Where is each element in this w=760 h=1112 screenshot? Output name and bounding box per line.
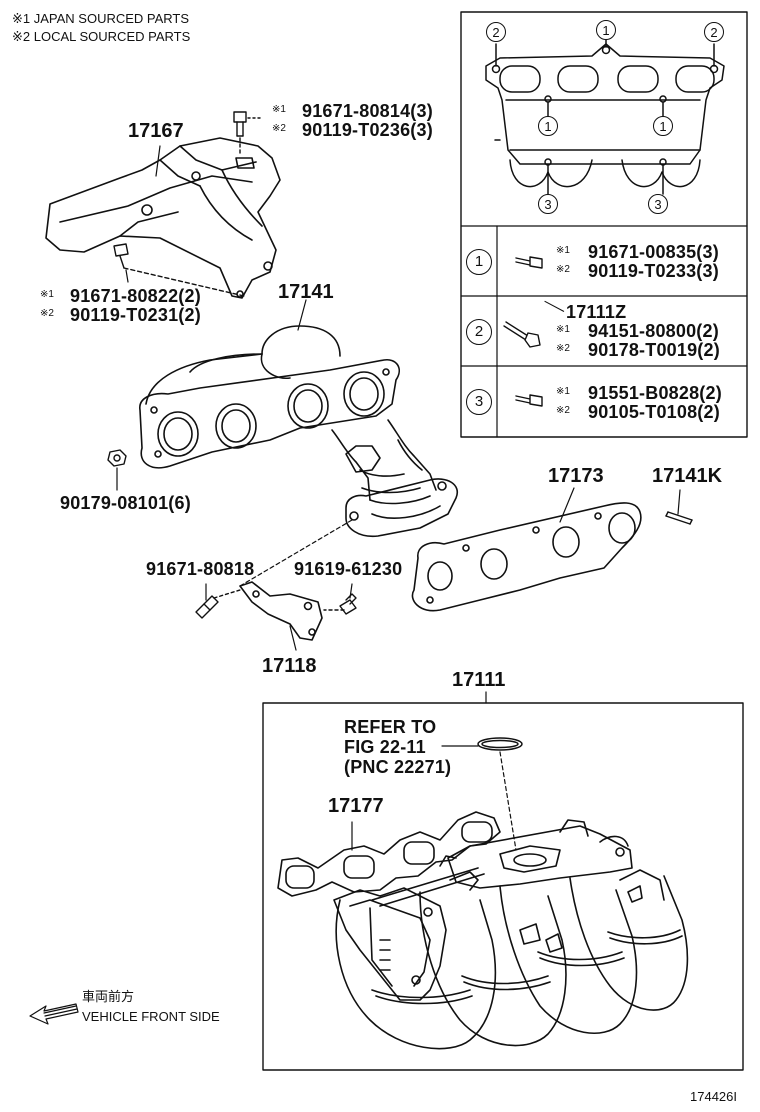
callout-1-mid-left: 1	[538, 116, 558, 136]
label-17111: 17111	[452, 669, 506, 691]
label-17173: 17173	[548, 465, 604, 487]
legend-line-1: ※1 JAPAN SOURCED PARTS	[12, 11, 190, 26]
callout-2-left: 2	[486, 22, 506, 42]
callout-1-top: 1	[596, 20, 616, 40]
label-91619-61230: 91619-61230	[294, 559, 403, 579]
exhaust-manifold-17141	[139, 325, 459, 538]
row-1-pn-2: 90119-T0233(3)	[588, 261, 719, 281]
refer-line-3: (PNC 22271)	[344, 757, 452, 777]
callout-2-right: 2	[704, 22, 724, 42]
row-2-mark: 2	[466, 319, 492, 345]
row-2-pn-1: 94151-80800(2)	[588, 321, 719, 341]
leader-17173	[559, 487, 575, 523]
front-arrow	[29, 1003, 79, 1025]
intake-frame	[262, 691, 744, 1071]
bolt-top-pn-2: 90119-T0236(3)	[302, 120, 433, 140]
heat-insulator-17167	[45, 137, 281, 299]
row-3-pn-1: 91551-B0828(2)	[588, 383, 722, 403]
callout-1-mid-right: 1	[653, 116, 673, 136]
label-90179: 90179-08101(6)	[60, 493, 191, 513]
front-label-jp: 車両前方	[82, 989, 135, 1004]
figure-id: 174426I	[690, 1089, 737, 1104]
gasket-17177	[277, 811, 501, 897]
row-1-mark: 1	[466, 249, 492, 275]
bolt-left	[113, 243, 245, 297]
row-3-tag-2: ※2	[556, 405, 570, 416]
nut-90179	[107, 449, 127, 491]
row-2-tag-1: ※1	[556, 324, 570, 335]
legend-line-2: ※2 LOCAL SOURCED PARTS	[12, 29, 191, 44]
refer-line-2: FIG 22-11	[344, 737, 426, 757]
row-2-tag-2: ※2	[556, 343, 570, 354]
intake-manifold-17111	[333, 819, 689, 1050]
row-2-head: 17111Z	[566, 302, 627, 322]
row-1-tag-1: ※1	[556, 245, 570, 256]
row-3-tag-1: ※1	[556, 386, 570, 397]
bolt-top-tag-2: ※2	[272, 123, 286, 134]
label-17141: 17141	[278, 281, 334, 303]
row-3-pn-2: 90105-T0108(2)	[588, 402, 720, 422]
bolt-top-tag-1: ※1	[272, 104, 286, 115]
key-table-frame	[460, 11, 748, 438]
bolt-left-tag-2: ※2	[40, 308, 54, 319]
refer-line-1: REFER TO	[344, 717, 437, 737]
bolt-left-tag-1: ※1	[40, 289, 54, 300]
label-17167: 17167	[128, 120, 184, 142]
key-row-bolts	[503, 256, 543, 407]
callout-3-left: 3	[538, 194, 558, 214]
bolt-left-pn-2: 90119-T0231(2)	[70, 305, 201, 325]
row-3-mark: 3	[466, 389, 492, 415]
gasket-ring	[441, 737, 523, 851]
bolt-top-pn-1: 91671-80814(3)	[302, 101, 433, 121]
label-17177: 17177	[328, 795, 384, 817]
label-17141k: 17141K	[652, 465, 723, 487]
leader-17141	[297, 299, 307, 331]
bolt-top	[233, 111, 263, 157]
leader-17167	[155, 145, 161, 177]
bolt-91671-80818	[195, 583, 241, 619]
row-2-pn-2: 90178-T0019(2)	[588, 340, 720, 360]
row-1-pn-1: 91671-00835(3)	[588, 242, 719, 262]
gasket-17173	[411, 502, 642, 612]
label-91671-80818: 91671-80818	[146, 559, 255, 579]
front-label-en: VEHICLE FRONT SIDE	[82, 1009, 220, 1024]
stud-17141k	[665, 489, 693, 525]
row-1-tag-2: ※2	[556, 264, 570, 275]
bolt-left-pn-1: 91671-80822(2)	[70, 286, 201, 306]
label-17118: 17118	[262, 655, 317, 677]
manifold-top-view	[485, 39, 725, 195]
callout-3-right: 3	[648, 194, 668, 214]
stay-17118	[239, 519, 353, 651]
bolt-91619-61230	[323, 583, 357, 615]
